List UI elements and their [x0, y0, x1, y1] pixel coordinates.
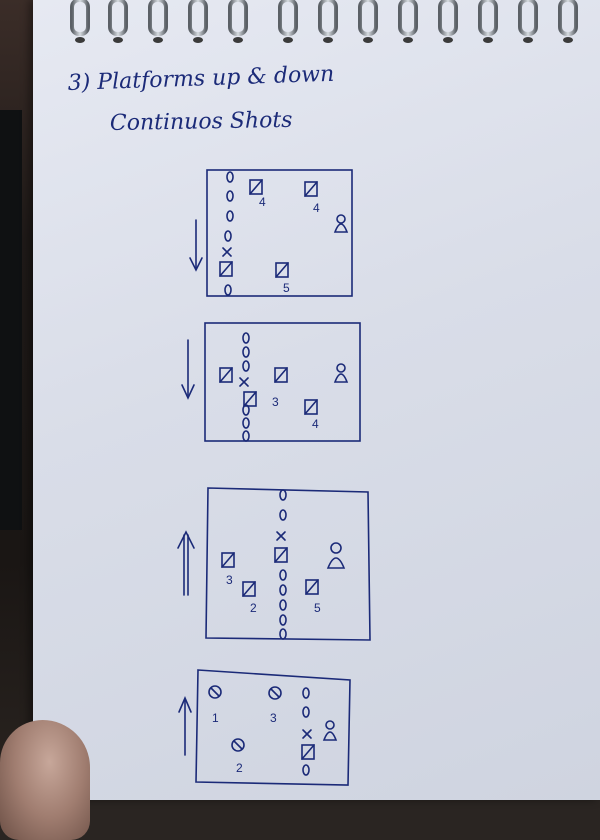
punch-hole [75, 37, 85, 43]
spiral-ring [148, 0, 168, 36]
spiral-ring [438, 0, 458, 36]
diagram-3 [177, 487, 371, 641]
heading-line-1: 3) Platforms up & down [67, 62, 334, 96]
punch-hole [523, 37, 533, 43]
punch-hole [483, 37, 493, 43]
punch-hole [193, 37, 203, 43]
punch-hole [323, 37, 333, 43]
d2-label-a: 3 [272, 395, 279, 409]
punch-hole [363, 37, 373, 43]
spiral-ring [188, 0, 208, 36]
d3-label-b: 2 [250, 601, 257, 615]
d1-label-b: 4 [313, 201, 320, 215]
spiral-ring [478, 0, 498, 36]
spiral-ring [398, 0, 418, 36]
d3-label-c: 5 [314, 601, 321, 615]
punch-hole [403, 37, 413, 43]
spiral-ring [70, 0, 90, 36]
spiral-binding [70, 0, 578, 43]
d4-label-b: 3 [270, 711, 277, 725]
diagram-4 [178, 669, 351, 786]
d4-label-a: 1 [212, 711, 219, 725]
d1-label-a: 4 [259, 195, 266, 209]
diagram-1 [189, 169, 353, 297]
handwritten-sketch: 3) Platforms up & down Continuos Shots 4… [67, 0, 578, 786]
diagram-2 [181, 322, 361, 442]
spiral-ring [318, 0, 338, 36]
spiral-ring [518, 0, 538, 36]
heading-line-2: Continuos Shots [110, 108, 293, 136]
d2-label-b: 4 [312, 417, 319, 431]
d4-label-c: 2 [236, 761, 243, 775]
punch-hole [443, 37, 453, 43]
spiral-ring [108, 0, 128, 36]
spiral-ring [278, 0, 298, 36]
punch-hole [283, 37, 293, 43]
spiral-ring [558, 0, 578, 36]
thumb [0, 720, 90, 840]
d3-label-a: 3 [226, 573, 233, 587]
punch-hole [563, 37, 573, 43]
monitor-edge [0, 110, 22, 530]
punch-hole [113, 37, 123, 43]
d1-label-c: 5 [283, 281, 290, 295]
spiral-ring [228, 0, 248, 36]
punch-hole [153, 37, 163, 43]
punch-hole [233, 37, 243, 43]
spiral-ring [358, 0, 378, 36]
